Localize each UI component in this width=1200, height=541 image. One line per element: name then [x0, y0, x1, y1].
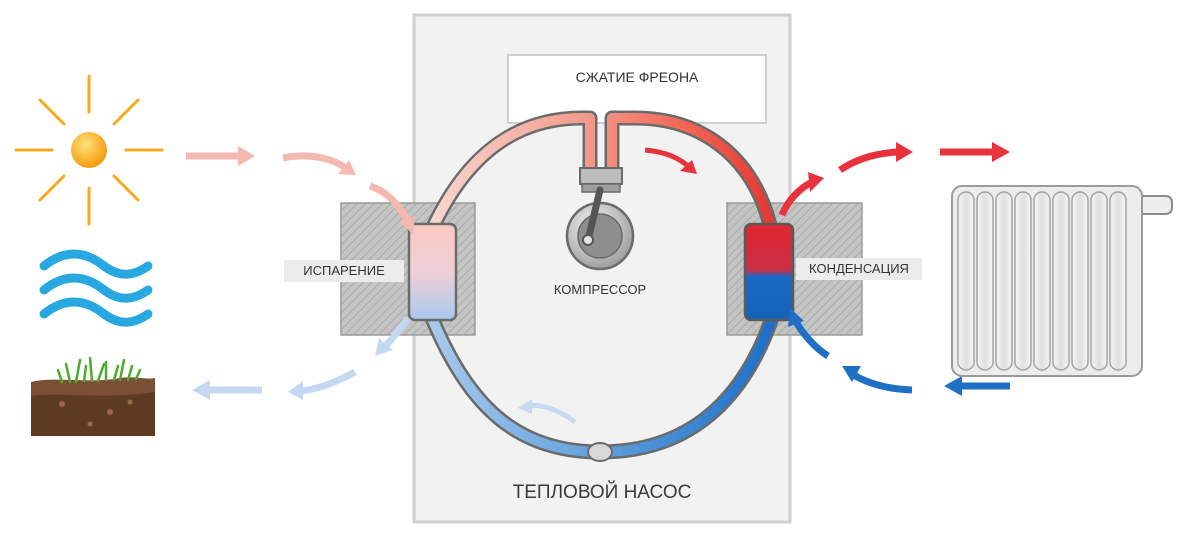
cold-return-arrows: [192, 315, 411, 400]
heat-pump-title: ТЕПЛОВОЙ НАСОС: [512, 482, 692, 503]
heat-output-arrows: [778, 142, 1010, 217]
evaporation-label: ИСПАРЕНИЕ: [284, 260, 404, 282]
water-icon: [39, 249, 153, 327]
cold-input-arrows: [788, 308, 1010, 396]
ground-icon: [31, 356, 155, 436]
expansion-valve-icon: [587, 442, 613, 462]
compressor-label: КОМПРЕССОР: [553, 282, 647, 297]
heat-input-arrows: [186, 146, 415, 234]
condenser-core: [743, 222, 795, 322]
condensation-label: КОНДЕНСАЦИЯ: [796, 258, 922, 280]
sun-icon: [14, 74, 164, 226]
radiator-icon: [951, 185, 1173, 377]
compressor-icon: [565, 167, 635, 271]
evaporator-core: [407, 222, 458, 322]
compression-label: СЖАТИЕ ФРЕОНА: [575, 69, 699, 85]
